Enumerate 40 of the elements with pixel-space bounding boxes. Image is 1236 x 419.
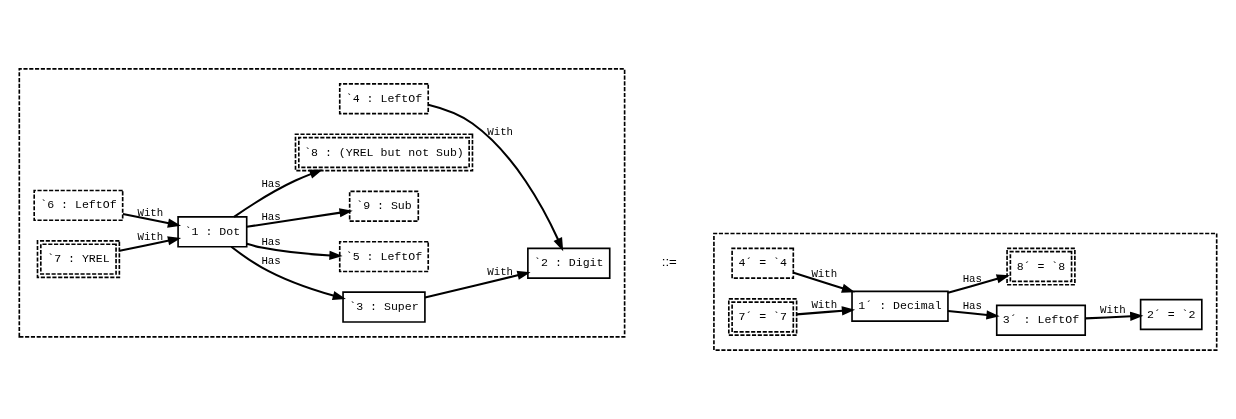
edge-label: Has	[962, 272, 983, 285]
arrow	[796, 306, 856, 316]
arrow	[947, 274, 1010, 294]
node-box: 3´ : LeftOf	[995, 304, 1087, 336]
arrow	[119, 236, 182, 252]
arrow	[122, 213, 182, 228]
node-box: `5 : LeftOf	[338, 240, 430, 273]
arrow	[947, 310, 1000, 320]
node-box: `6 : LeftOf	[33, 189, 124, 222]
label: ::=	[661, 254, 677, 270]
arrow	[246, 242, 343, 261]
node-box: `1 : Dot	[177, 216, 248, 248]
node-box: `3 : Super	[342, 291, 426, 323]
edge-label: With	[487, 266, 514, 279]
node-box: `9 : Sub	[348, 190, 420, 222]
edge-label: Has	[261, 255, 281, 268]
arrow	[233, 169, 323, 218]
edge-label: With	[1100, 304, 1126, 317]
node-box: 2´ = `2	[1139, 298, 1203, 331]
cluster	[713, 232, 1218, 351]
node-box: 4´ = `4	[731, 247, 795, 279]
cluster	[18, 68, 626, 338]
arrow	[246, 208, 353, 228]
edge-label: With	[137, 230, 164, 243]
arrow	[230, 245, 346, 301]
edge-label: Has	[261, 235, 281, 248]
arrow	[793, 271, 856, 293]
edge-label: Has	[261, 210, 281, 223]
node-box: 1´ : Decimal	[851, 290, 949, 322]
edge-label: With	[487, 126, 514, 139]
arrow	[424, 270, 531, 299]
edge-label: With	[137, 206, 164, 219]
edge-label: With	[811, 267, 838, 280]
edge-label: Has	[261, 177, 281, 190]
arrow	[1085, 311, 1144, 321]
edge-label: Has	[962, 300, 983, 313]
node-box: `2 : Digit	[527, 247, 611, 279]
node-box: `4 : LeftOf	[338, 83, 430, 115]
arrow	[428, 103, 564, 252]
edge-label: With	[811, 299, 838, 312]
